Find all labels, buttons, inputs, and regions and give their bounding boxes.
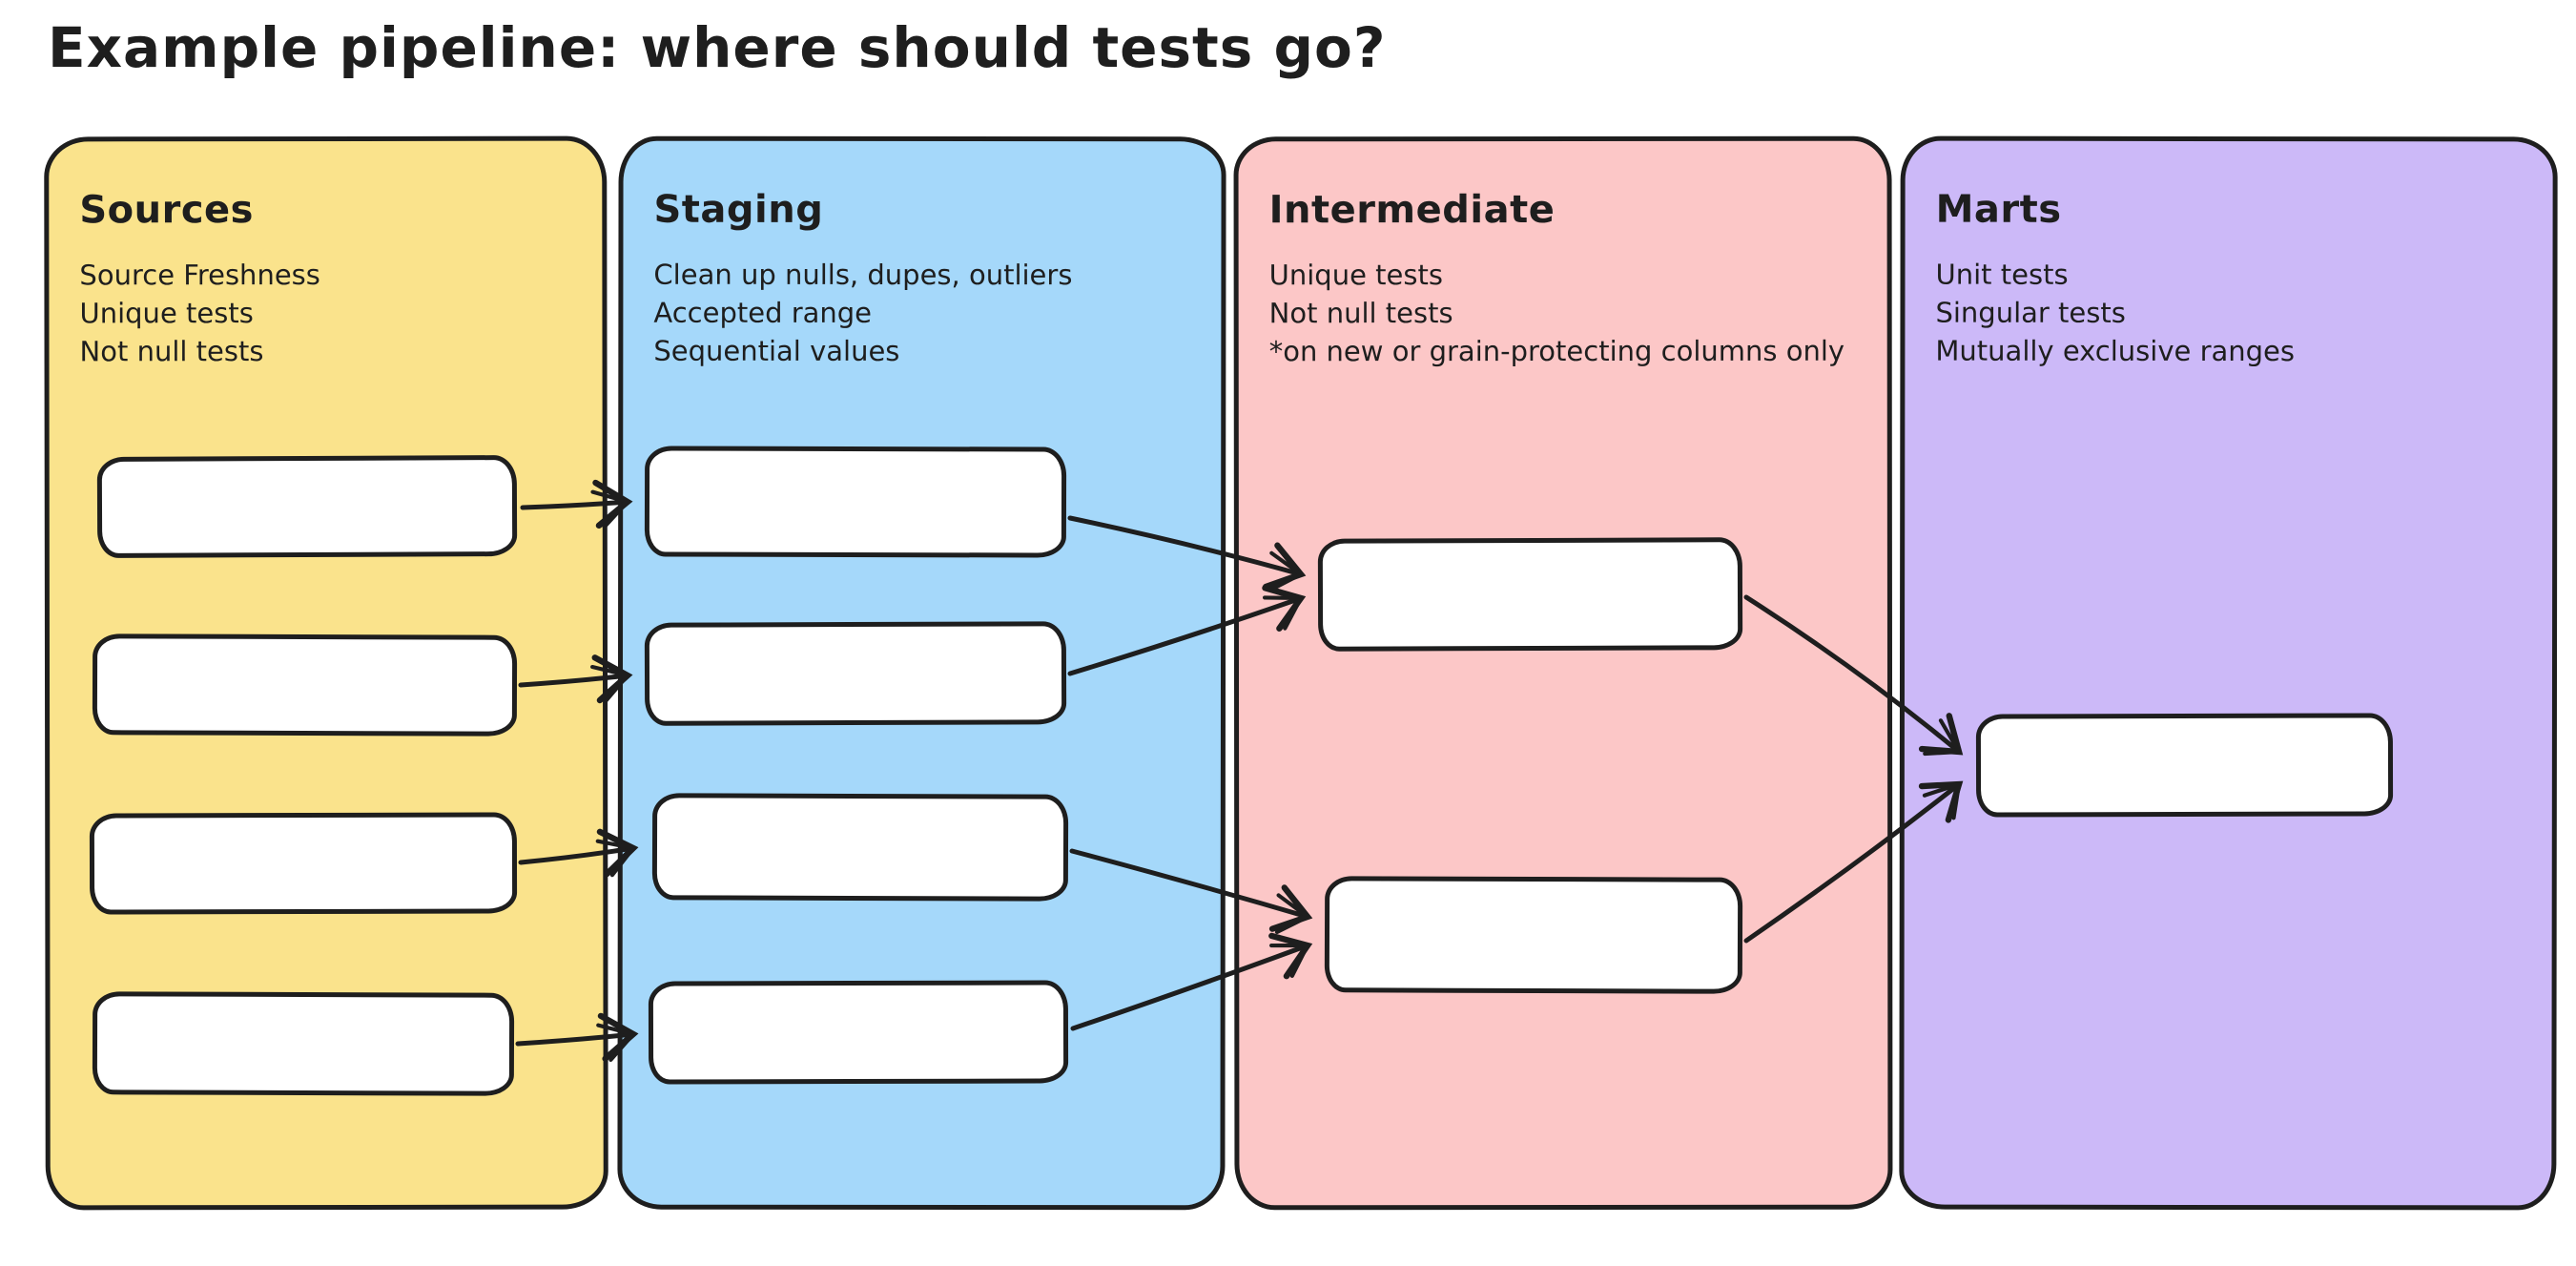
column-marts: Marts Unit tests Singular tests Mutually… — [1899, 135, 2558, 1211]
column-marts-title: Marts — [1935, 187, 2062, 232]
model-node-intermediate-1 — [1317, 537, 1743, 652]
model-node-sources-1 — [96, 455, 518, 558]
model-node-marts-1 — [1975, 713, 2394, 818]
note-line: Unit tests — [1935, 258, 2069, 291]
column-intermediate-notes: Unique tests Not null tests *on new or g… — [1269, 256, 1865, 371]
model-node-staging-1 — [644, 446, 1067, 558]
note-line: Not null tests — [1268, 297, 1453, 330]
model-node-sources-3 — [89, 812, 518, 915]
note-line: Not null tests — [79, 335, 264, 368]
model-node-staging-2 — [644, 621, 1067, 726]
column-intermediate-title: Intermediate — [1268, 188, 1556, 233]
note-line: Source Freshness — [79, 259, 320, 292]
model-node-sources-2 — [92, 633, 518, 737]
note-line: Unique tests — [1268, 259, 1443, 292]
column-staging-title: Staging — [653, 187, 824, 232]
model-node-staging-4 — [648, 980, 1069, 1085]
column-sources-notes: Source Freshness Unique tests Not null t… — [79, 256, 579, 371]
note-line: Clean up nulls, dupes, outliers — [653, 258, 1073, 292]
note-line: Accepted range — [653, 296, 873, 329]
column-sources-title: Sources — [79, 188, 254, 233]
model-node-sources-4 — [92, 991, 515, 1096]
model-node-staging-3 — [651, 793, 1069, 902]
note-line: Sequential values — [653, 334, 900, 367]
column-intermediate: Intermediate Unique tests Not null tests… — [1233, 135, 1893, 1211]
note-line: Unique tests — [79, 297, 254, 330]
note-line: Singular tests — [1935, 296, 2126, 329]
note-line: *on new or grain-protecting columns only — [1268, 334, 1845, 368]
column-staging-notes: Clean up nulls, dupes, outliers Accepted… — [653, 256, 1198, 371]
diagram-title: Example pipeline: where should tests go? — [48, 15, 1387, 80]
note-line: Mutually exclusive ranges — [1935, 334, 2296, 368]
model-node-intermediate-2 — [1324, 876, 1743, 994]
column-marts-notes: Unit tests Singular tests Mutually exclu… — [1935, 256, 2529, 371]
